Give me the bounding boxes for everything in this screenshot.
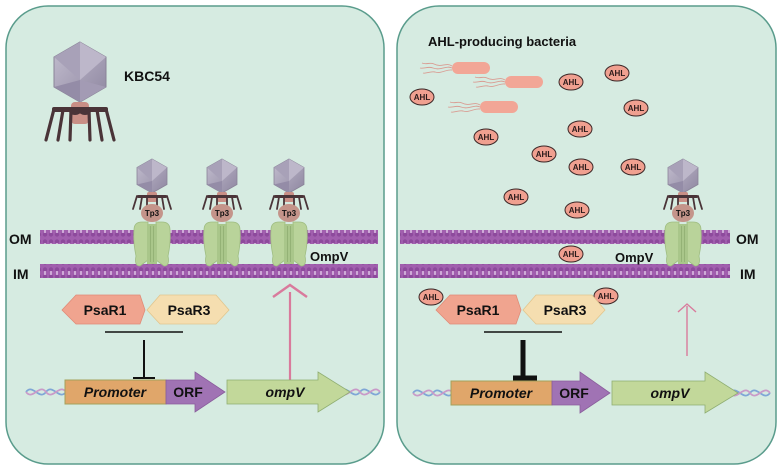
left-orf-arrow <box>165 371 226 413</box>
right-expression-arrowhead <box>677 303 697 313</box>
left-ompv-gene-arrow <box>226 371 351 413</box>
ahl-label: AHL <box>414 93 431 102</box>
ahl-label: AHL <box>628 104 645 113</box>
ahl-molecule-icon <box>531 145 557 163</box>
ahl-molecule-icon <box>620 158 646 176</box>
ahl-molecules: AHL AHL AHL AHL AHL AHL AHL AHL AHL AHL AHL AHL AHL A… <box>409 64 649 306</box>
right-psar1-label: PsaR1 <box>457 302 500 318</box>
right-orf-label: ORF <box>559 385 589 401</box>
tp3-label: Tp3 <box>676 209 691 218</box>
ahl-molecule-icon <box>604 64 630 82</box>
ahl-molecule-icon <box>593 287 619 305</box>
ahl-label: AHL <box>563 78 580 87</box>
right-panel-title: AHL-producing bacteria <box>428 34 577 49</box>
ahl-molecule-icon <box>418 288 444 306</box>
ahl-label: AHL <box>572 125 589 134</box>
right-promoter-block <box>450 380 553 406</box>
ahl-molecule-icon <box>473 128 499 146</box>
ahl-label: AHL <box>478 133 495 142</box>
ahl-label: AHL <box>569 206 586 215</box>
right-psar3-label: PsaR3 <box>544 302 587 318</box>
ahl-molecule-icon <box>409 88 435 106</box>
right-im-label: IM <box>740 266 756 282</box>
left-om-label: OM <box>9 231 32 247</box>
right-om-label: OM <box>736 231 759 247</box>
ompv-porin-icon <box>133 221 171 267</box>
tp3-label: Tp3 <box>282 209 297 218</box>
ahl-molecule-icon <box>503 188 529 206</box>
right-ompv-label: OmpV <box>615 250 654 265</box>
ahl-molecule-icon <box>564 201 590 219</box>
tp3-label: Tp3 <box>215 209 230 218</box>
left-psar3-label: PsaR3 <box>168 302 211 318</box>
ahl-label: AHL <box>536 150 553 159</box>
left-im-label: IM <box>13 266 29 282</box>
left-expression-arrowhead <box>272 283 308 298</box>
right-ompv-gene-label: ompV <box>651 385 692 401</box>
right-ompv-gene-arrow <box>611 371 739 414</box>
ahl-molecule-icon <box>568 158 594 176</box>
left-ompv-gene-label: ompV <box>266 384 307 400</box>
ahl-molecule-icon <box>623 99 649 117</box>
left-psar1-label: PsaR1 <box>84 302 127 318</box>
right-inner-membrane <box>400 264 730 278</box>
phage-label: KBC54 <box>124 68 170 84</box>
ahl-label: AHL <box>563 250 580 259</box>
ahl-label: AHL <box>625 163 642 172</box>
ahl-label: AHL <box>609 69 626 78</box>
ahl-molecule-icon <box>567 120 593 138</box>
ahl-label: AHL <box>423 293 440 302</box>
ahl-molecule-icon <box>558 73 584 91</box>
psar3-protein <box>146 294 230 325</box>
tp3-label: Tp3 <box>145 209 160 218</box>
left-inner-membrane <box>40 264 378 278</box>
psar3-protein <box>522 294 606 325</box>
right-promoter-label: Promoter <box>470 385 534 401</box>
left-panel: KBC54 OM IM Tp3 Tp3 Tp3 OmpV PsaR1 PsaR3 <box>5 5 385 465</box>
right-orf-arrow <box>551 371 611 414</box>
ahl-label: AHL <box>573 163 590 172</box>
ahl-label: AHL <box>598 292 615 301</box>
psar1-protein <box>61 294 146 325</box>
ompv-porin-icon <box>203 221 241 267</box>
ompv-porin-icon <box>664 221 702 267</box>
right-panel: AHL-producing bacteria AHLAHLAHLAHLAHLAH… <box>396 5 777 465</box>
psar1-protein <box>435 294 522 325</box>
left-promoter-label: Promoter <box>84 384 148 400</box>
left-orf-label: ORF <box>173 384 203 400</box>
right-outer-membrane <box>400 230 730 244</box>
left-ompv-label: OmpV <box>310 249 349 264</box>
ompv-porin-icon <box>270 221 308 267</box>
ahl-molecule-icon <box>558 245 584 263</box>
ahl-label: AHL <box>508 193 525 202</box>
